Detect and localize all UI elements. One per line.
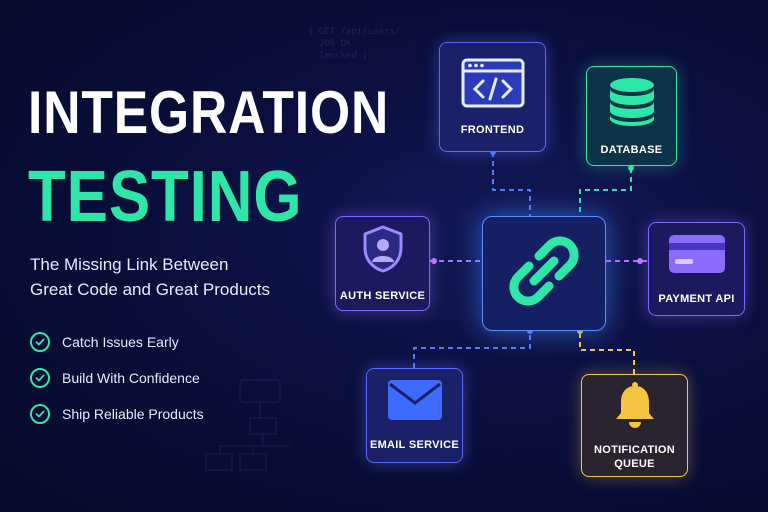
background-flowchart-decoration (205, 379, 290, 471)
credit-card-icon (667, 233, 727, 280)
payment-api-label: PAYMENT API (658, 292, 735, 305)
database-icon (606, 76, 658, 133)
page-title-line-2: TESTING (28, 157, 303, 237)
benefits-list: Catch Issues Early Build With Confidence… (30, 324, 204, 432)
benefit-item: Ship Reliable Products (30, 396, 204, 432)
notification-label-line-2: QUEUE (614, 458, 655, 470)
checkmark-circle-icon (30, 332, 50, 352)
background-code-line: 200 OK (308, 39, 352, 49)
frontend-label: FRONTEND (460, 123, 525, 136)
payment-api-node: PAYMENT API (648, 222, 745, 316)
background-code-snippet: { GET /api/users/ 200 OK [mocked ] (308, 14, 400, 62)
frontend-node: FRONTEND (439, 42, 546, 152)
subtitle-line-1: The Missing Link Between (30, 255, 229, 274)
shield-user-icon (360, 224, 406, 279)
benefit-label: Ship Reliable Products (62, 406, 204, 422)
notification-label-line-1: NOTIFICATION (594, 444, 675, 456)
email-service-label: EMAIL SERVICE (369, 439, 460, 451)
link-database (579, 168, 632, 216)
link-notification (579, 331, 635, 374)
benefit-label: Catch Issues Early (62, 334, 179, 350)
integration-hub-node (482, 216, 606, 331)
benefit-label: Build With Confidence (62, 370, 200, 386)
link-email (413, 331, 531, 368)
subtitle: The Missing Link Between Great Code and … (30, 252, 320, 302)
code-window-icon (461, 58, 525, 113)
link-endpoint-dot (637, 258, 643, 264)
subtitle-line-2: Great Code and Great Products (30, 280, 271, 299)
background-code-line: [mocked ] (308, 51, 368, 61)
auth-service-node: AUTH SERVICE (335, 216, 430, 311)
benefit-item: Build With Confidence (30, 360, 204, 396)
bell-icon (613, 380, 657, 435)
database-label: DATABASE (600, 143, 663, 156)
checkmark-circle-icon (30, 404, 50, 424)
chain-link-icon (506, 233, 582, 314)
auth-service-label: AUTH SERVICE (339, 290, 426, 302)
link-endpoint-dot (628, 165, 634, 171)
email-service-node: EMAIL SERVICE (366, 368, 463, 463)
database-node: DATABASE (586, 66, 677, 166)
background-code-line: { GET /api/users/ (308, 27, 401, 37)
page-title-line-1: INTEGRATION (28, 79, 390, 146)
link-endpoint-dot (431, 258, 437, 264)
notification-queue-label: NOTIFICATION QUEUE (594, 443, 675, 471)
checkmark-circle-icon (30, 368, 50, 388)
envelope-icon (387, 379, 443, 426)
benefit-item: Catch Issues Early (30, 324, 204, 360)
link-frontend (492, 152, 531, 216)
notification-queue-node: NOTIFICATION QUEUE (581, 374, 688, 477)
